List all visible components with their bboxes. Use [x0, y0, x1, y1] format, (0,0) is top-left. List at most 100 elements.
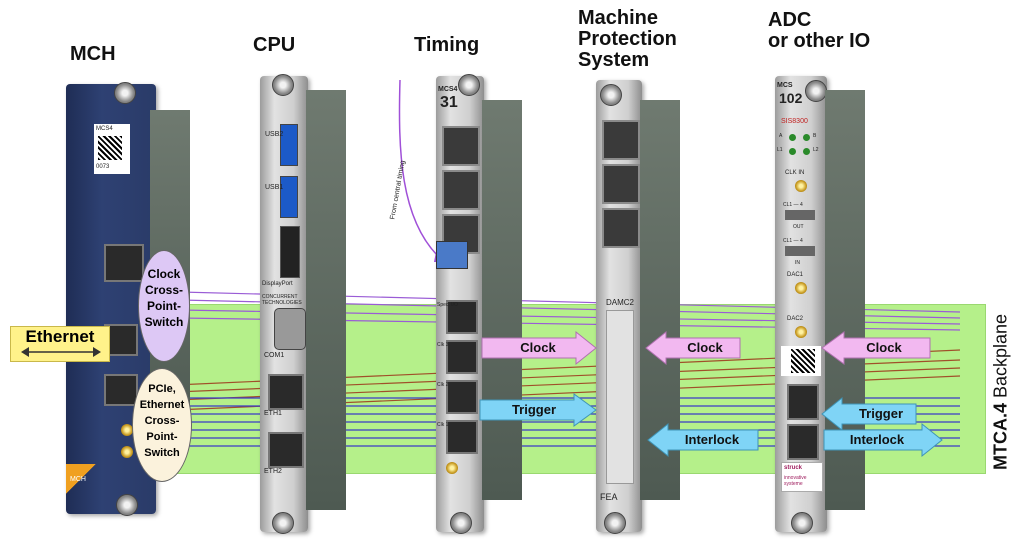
title-cpu: CPU [253, 34, 296, 56]
timing-fiber-connector[interactable] [436, 241, 468, 269]
mch-bottom-text: MCH [70, 476, 86, 483]
led-icon [803, 148, 810, 155]
qr-code-icon [791, 349, 815, 373]
mch-coax-connector[interactable] [121, 424, 133, 436]
led-label: A [779, 133, 783, 139]
title-mps: Machine Protection System [578, 8, 677, 71]
adc-vendor-line2: innovative systeme [784, 475, 807, 487]
usb2-port[interactable] [280, 124, 298, 166]
pcie-switch-ellipse: PCIe, Ethernet Cross- Point- Switch [132, 368, 192, 482]
screw-icon [450, 512, 472, 534]
timing-trigger-label: Trigger [511, 402, 557, 417]
clock-switch-line: Clock [147, 267, 181, 281]
displayport-label: DisplayPort [262, 281, 293, 287]
clock-switch-text: Clock Cross- Point- Switch [139, 266, 189, 330]
pcie-switch-line: Switch [144, 447, 180, 459]
adc-module-num: 102 [779, 90, 803, 106]
mch-label-sticker: MCS4 0073 [94, 124, 130, 174]
adc-vendor-line1: struck [784, 465, 803, 471]
led-label: L1 [777, 147, 783, 153]
ethernet-label: Ethernet [25, 327, 95, 346]
led-icon [803, 134, 810, 141]
adc-port[interactable] [787, 384, 819, 420]
adc-clk-in-connector-block[interactable] [785, 246, 815, 256]
clock-switch-ellipse: Clock Cross- Point- Switch [138, 250, 190, 362]
mps-clock-arrow [645, 330, 741, 366]
mps-card: DAMC2 FEA [596, 80, 642, 534]
mch-module-text: MCS4 [96, 126, 113, 132]
clock-switch-line: Switch [144, 315, 184, 329]
clock-switch-line: Cross- [144, 283, 183, 297]
displayport-port[interactable] [280, 226, 300, 278]
mch-port-2[interactable] [104, 374, 138, 406]
screw-icon [116, 494, 138, 516]
timing-sfp-port[interactable] [442, 170, 480, 210]
usb1-label: USB1 [265, 184, 284, 191]
adc-clk-in-connector[interactable] [795, 180, 807, 192]
com-label: COM1 [264, 352, 285, 359]
mch-corner-mark [66, 464, 96, 494]
eth1-label: ETH1 [264, 410, 282, 417]
mps-sfp-port[interactable] [602, 164, 640, 204]
title-mch: MCH [70, 43, 116, 65]
title-adc-line1: ADC [768, 9, 812, 31]
mps-fea-label: FEA [600, 492, 618, 502]
adc-clk-in-range: CL1 — 4 [783, 238, 803, 244]
mps-blank-panel [606, 310, 634, 484]
led-label: L2 [813, 147, 819, 153]
adc-interlock-arrow [823, 422, 943, 458]
mps-sfp-port[interactable] [602, 120, 640, 160]
adc-in-label: IN [795, 260, 800, 266]
timing-port-label: Clk 3 [437, 342, 449, 348]
eth2-label: ETH2 [264, 468, 282, 475]
timing-sfp-port[interactable] [442, 126, 480, 166]
usb1-port[interactable] [280, 176, 298, 218]
title-mps-line2: Protection [578, 28, 677, 50]
adc-clk-out-connector[interactable] [785, 210, 815, 220]
adc-model: SIS8300 [781, 118, 808, 125]
led-label: B [813, 133, 817, 139]
pcie-switch-line: Cross- [144, 415, 180, 427]
mch-ethernet-port[interactable] [104, 244, 144, 282]
mch-coax-connector[interactable] [121, 446, 133, 458]
pcie-switch-line: PCIe, [148, 383, 176, 395]
adc-port[interactable] [787, 424, 819, 460]
adc-dac1-connector[interactable] [795, 282, 807, 294]
adc-trigger-label: Trigger [858, 406, 904, 421]
timing-port[interactable] [446, 300, 478, 334]
timing-port[interactable] [446, 380, 478, 414]
timing-card: MCS4 31 Spec. I/O Clk 3 Clk 2 Clk 1 [436, 74, 484, 534]
mps-sfp-port[interactable] [602, 208, 640, 248]
screw-icon [600, 84, 622, 106]
adc-card: MCS 102 SIS8300 A B L1 L2 CLK IN CL1 — 4… [775, 76, 827, 534]
screw-icon [458, 74, 480, 96]
eth2-port[interactable] [268, 432, 304, 468]
screw-icon [272, 74, 294, 96]
eth1-port[interactable] [268, 374, 304, 410]
com-port[interactable] [274, 308, 306, 350]
title-mps-line3: System [578, 49, 650, 71]
cpu-brand: CONCURRENT TECHNOLOGIES [262, 294, 302, 306]
clock-switch-line: Point- [147, 299, 181, 313]
timing-clock-label: Clock [520, 340, 556, 355]
adc-interlock-label: Interlock [849, 432, 905, 447]
timing-trigger-arrow [479, 393, 597, 427]
pcie-switch-line: Ethernet [139, 399, 185, 411]
pcie-switch-line: Point- [146, 431, 178, 443]
usb2-label: USB2 [265, 131, 284, 138]
adc-dac1-label: DAC1 [787, 272, 804, 278]
timing-clock-arrow [481, 330, 597, 366]
mps-interlock-arrow [647, 422, 759, 458]
screw-icon [604, 512, 626, 534]
adc-dac2-connector[interactable] [795, 326, 807, 338]
timing-coax-connector[interactable] [446, 462, 458, 474]
adc-clk-out-range: CL1 — 4 [783, 202, 803, 208]
central-timing-line [398, 79, 441, 259]
title-adc: ADC or other IO [768, 10, 870, 52]
mps-clock-label: Clock [687, 340, 723, 355]
timing-port[interactable] [446, 340, 478, 374]
timing-port[interactable] [446, 420, 478, 454]
timing-pcb [482, 100, 522, 500]
pcie-switch-text: PCIe, Ethernet Cross- Point- Switch [133, 381, 191, 461]
